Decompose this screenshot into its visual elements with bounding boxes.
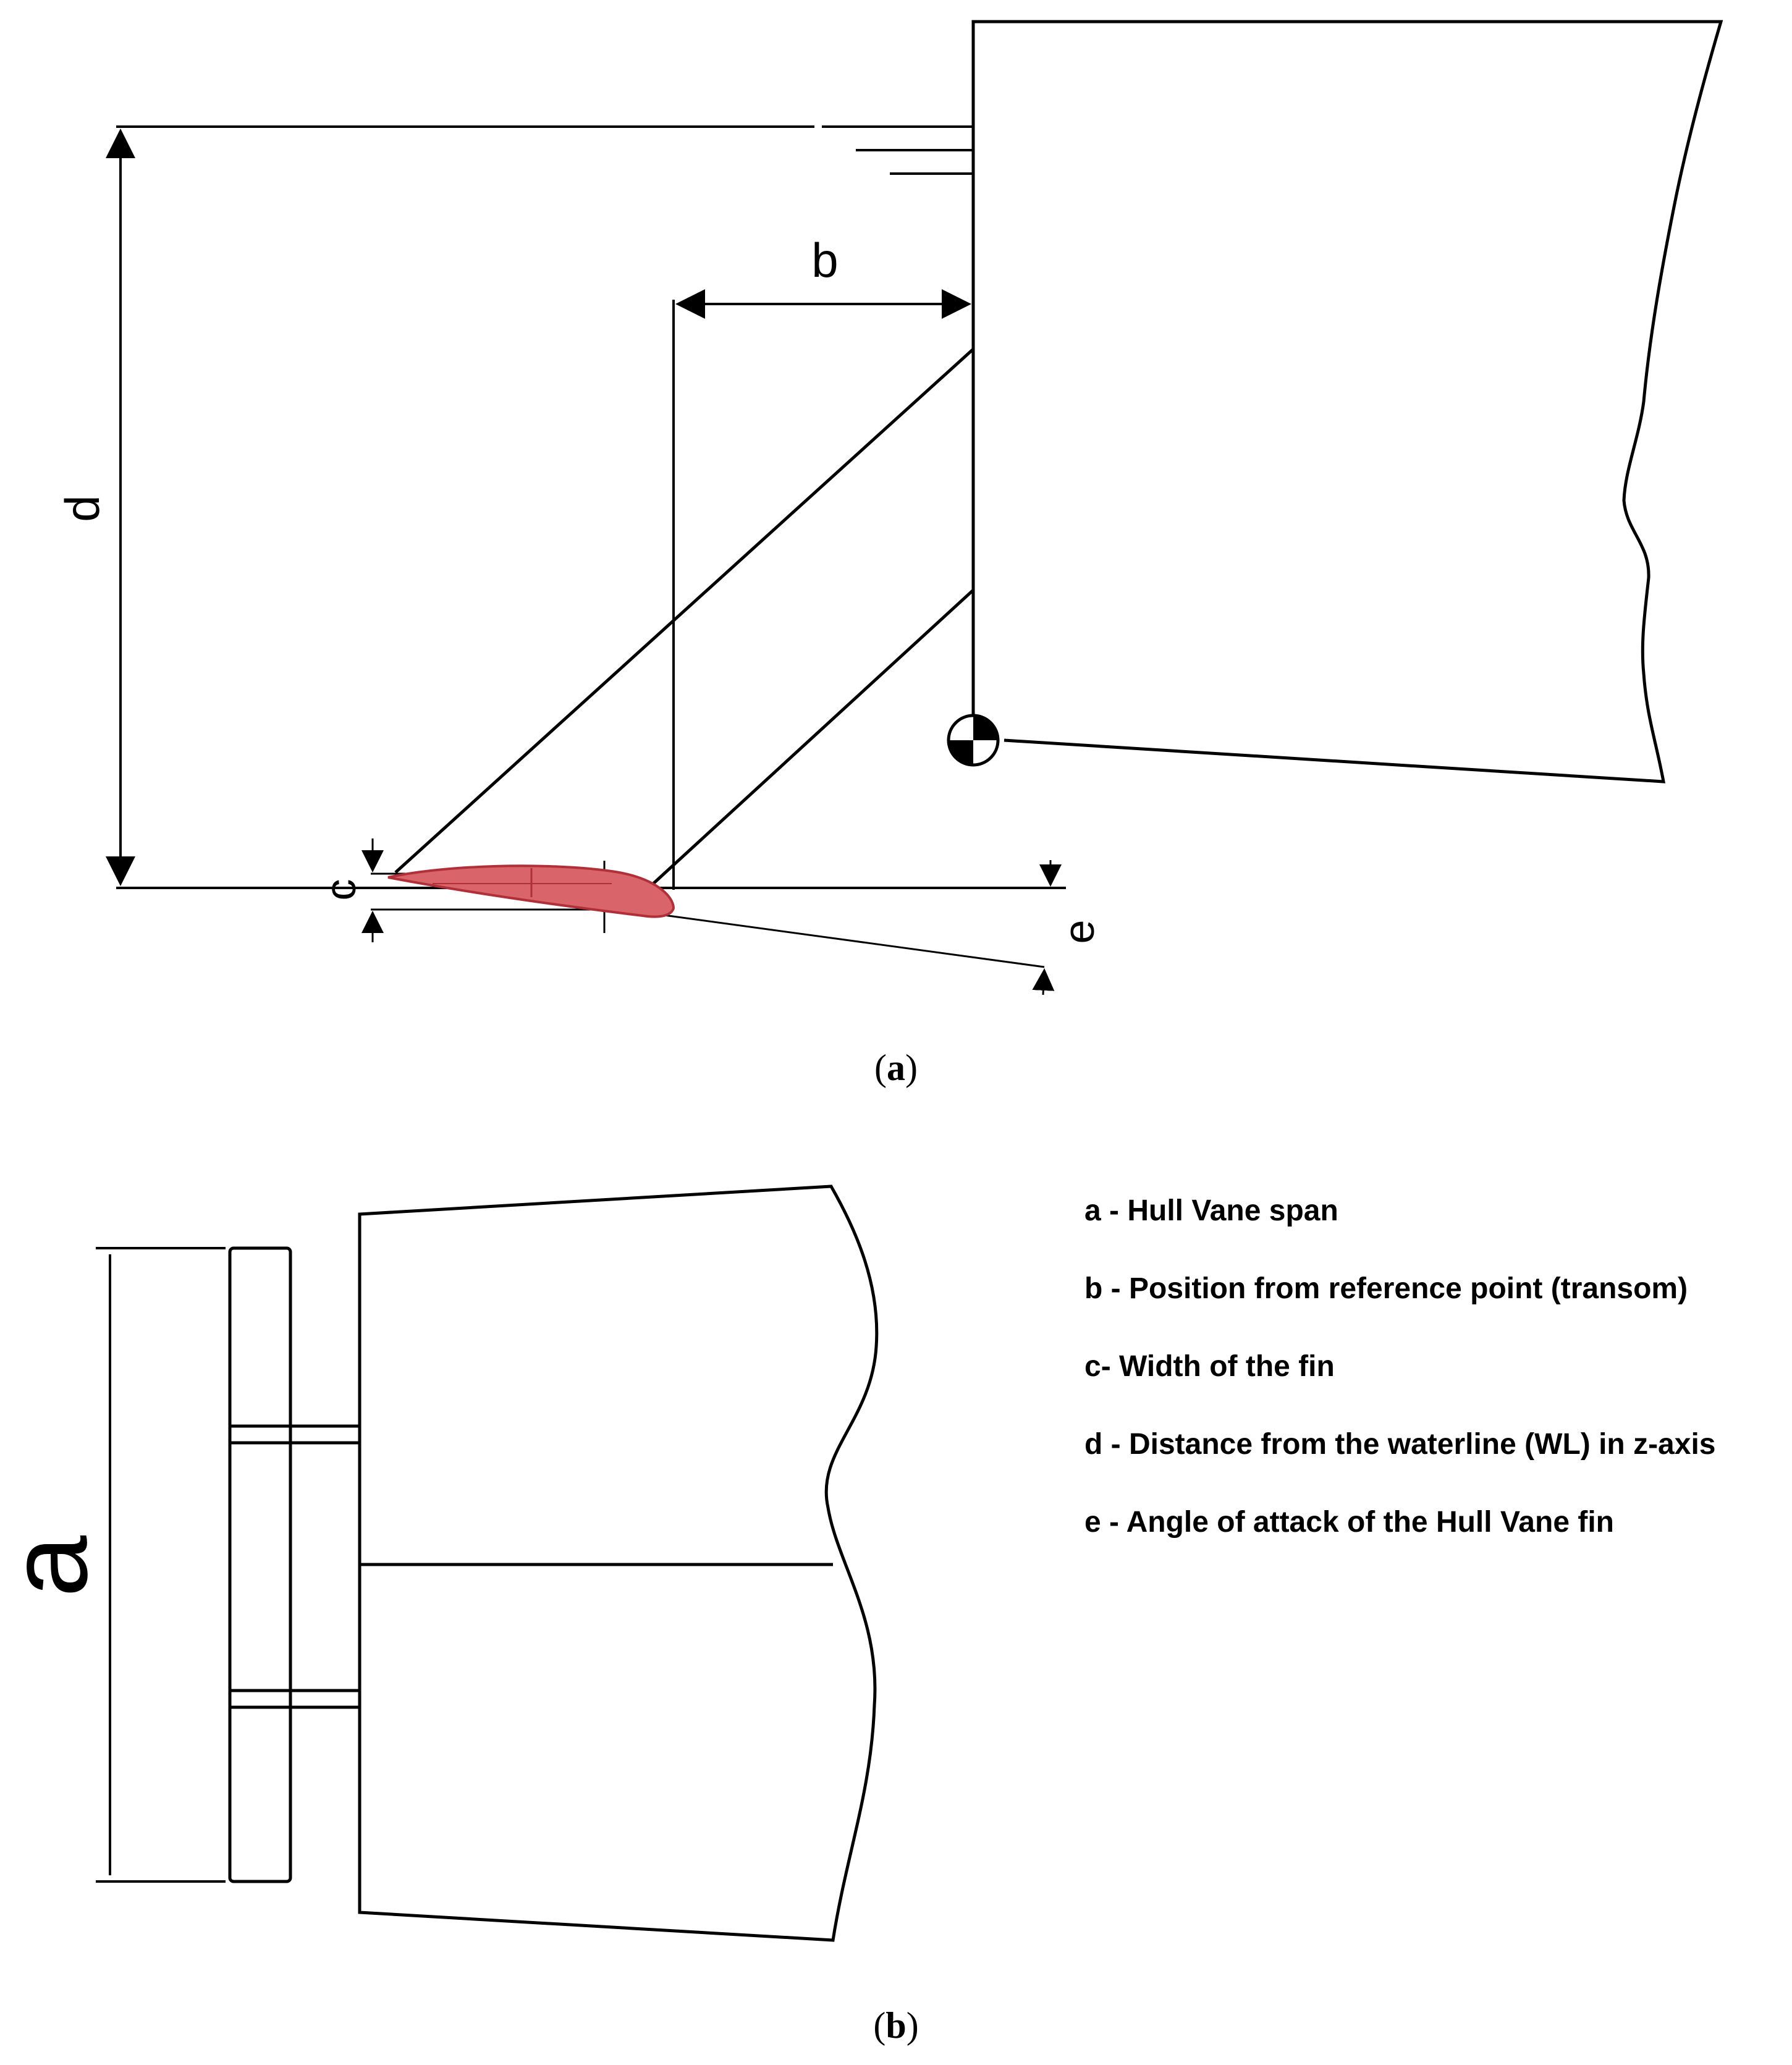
angle-of-attack-line [636,910,1045,968]
label-b: b [811,233,838,287]
top-view-panel [96,1185,879,1942]
front-strut [394,348,974,874]
legend-item-a: a - Hull Vane span [1084,1194,1338,1227]
caption-b: (b) [873,2005,918,2046]
hull-side-outline [971,20,1723,783]
reference-point-symbol [947,714,1000,767]
label-c: c [316,879,365,901]
hull-vane-fin-planform [228,1246,292,1883]
hull-planform-outline [358,1185,879,1942]
legend-item-b: b - Position from reference point (trans… [1084,1272,1688,1305]
rear-strut [651,589,974,886]
legend-item-d: d - Distance from the waterline (WL) in … [1084,1428,1715,1461]
label-d: d [55,495,109,522]
label-a: a [0,1535,111,1597]
legend-item-e: e - Angle of attack of the Hull Vane fin [1084,1506,1614,1539]
dimension-e-line-bottom [1032,968,1055,995]
label-e: e [1055,920,1103,944]
parameter-legend: a - Hull Vane span b - Position from ref… [1084,1194,1715,1539]
side-view-panel [106,20,1723,995]
caption-a: (a) [874,1047,918,1088]
legend-item-c: c- Width of the fin [1084,1350,1335,1383]
